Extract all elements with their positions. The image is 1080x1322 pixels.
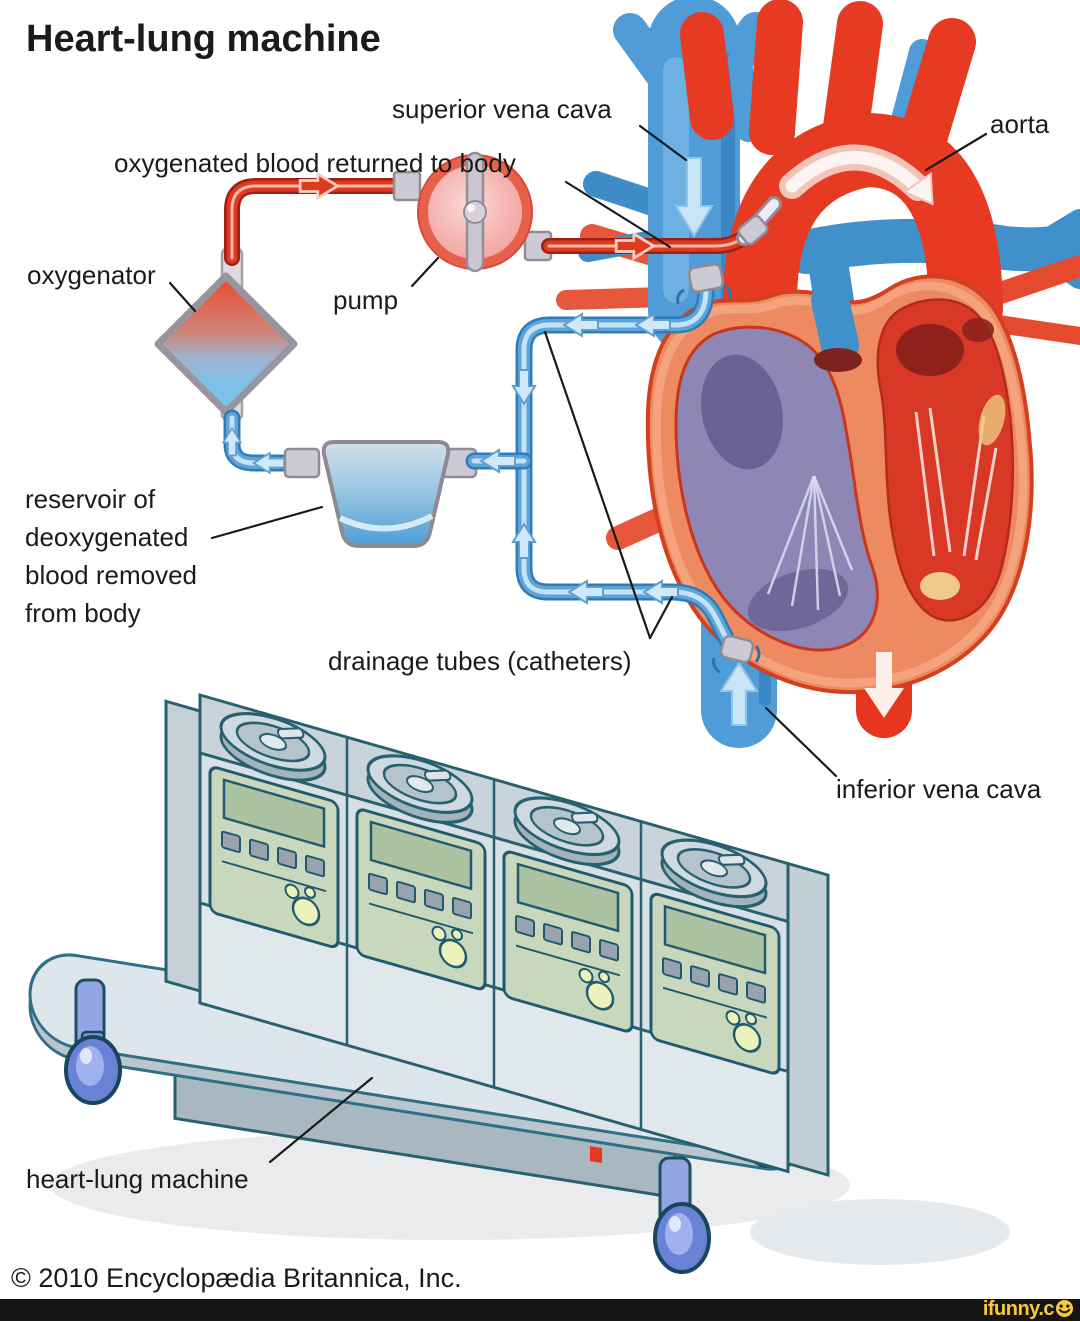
label-aorta: aorta	[990, 109, 1050, 139]
oxygenator-unit	[154, 246, 298, 422]
pump-console	[164, 693, 830, 1178]
drainage-tubes	[474, 263, 761, 674]
pump-module	[649, 892, 781, 1075]
pump-module	[355, 808, 487, 991]
arterial-tube-to-aorta	[549, 196, 782, 260]
console-left-face	[164, 699, 202, 993]
pump-module	[502, 850, 634, 1033]
aortic-cannula	[736, 196, 782, 246]
aorta-vessel	[680, 0, 1003, 345]
smiley-o-icon	[1055, 1299, 1074, 1317]
leader-lines	[168, 124, 988, 1164]
roller-pump-disc	[660, 838, 768, 909]
machine-cart	[28, 693, 1010, 1274]
module-display	[222, 778, 326, 849]
venous-return-tube	[222, 418, 288, 474]
label-oxygenator: oxygenator	[27, 260, 156, 290]
aorta-down-arrow	[864, 652, 904, 718]
caster-wheel-left	[64, 978, 122, 1105]
roller-pump-disc	[513, 796, 621, 867]
label-drainage-tubes: drainage tubes (catheters)	[328, 646, 632, 676]
roller-pump-disc	[366, 754, 474, 824]
module-button	[249, 838, 269, 862]
module-knob-small	[284, 883, 300, 900]
ivc-cannula	[712, 634, 761, 674]
reservoir-unit	[283, 440, 478, 548]
page-title: Heart-lung machine	[26, 18, 381, 60]
label-inferior-vena-cava: inferior vena cava	[836, 774, 1042, 804]
label-pump: pump	[333, 285, 399, 315]
power-indicator	[590, 1146, 602, 1164]
console-right-face	[786, 861, 830, 1178]
heart-body	[645, 274, 1034, 695]
svc-cannula	[676, 263, 732, 305]
arterial-tube	[232, 172, 396, 258]
pump-module	[208, 766, 340, 949]
module-knob-small	[304, 886, 316, 899]
watermark-bar: ifunny.c	[0, 1297, 1080, 1322]
caster-wheel-center	[653, 1156, 711, 1274]
ivc-up-arrow	[719, 661, 759, 726]
floor-shadow-right	[750, 1199, 1010, 1265]
module-button	[305, 854, 325, 878]
label-reservoir: reservoir of deoxygenated blood removed …	[25, 484, 197, 628]
module-button	[277, 846, 297, 870]
label-oxygenated-blood-returned: oxygenated blood returned to body	[114, 148, 516, 178]
blood-flow-arrows	[674, 157, 904, 726]
module-knob	[291, 896, 321, 927]
watermark-text: ifunny.c	[982, 1297, 1055, 1320]
pump-unit	[392, 151, 553, 273]
label-superior-vena-cava: superior vena cava	[392, 94, 612, 124]
ifunny-watermark: ifunny.c	[982, 1297, 1074, 1322]
copyright-notice: © 2010 Encyclopædia Britannica, Inc.	[11, 1263, 462, 1293]
roller-pump-disc	[219, 712, 327, 782]
svc-down-arrow	[674, 157, 714, 238]
module-button	[221, 830, 241, 854]
label-heart-lung-machine: heart-lung machine	[26, 1164, 249, 1194]
chordae-right-ventricle	[766, 475, 854, 611]
